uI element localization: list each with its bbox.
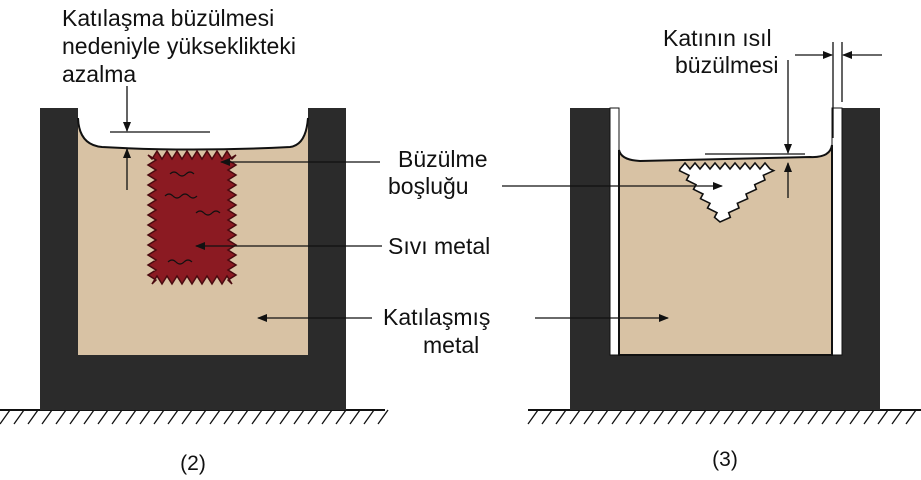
height-loss-label-line3: azalma: [62, 61, 136, 87]
shrinkage-cavity-label-line2: boşluğu: [388, 173, 469, 199]
shrinkage-cavity-label-line1: Büzülme: [398, 146, 487, 172]
panel-3: Katının ısıl büzülmesi (3): [502, 25, 921, 471]
shrinkage-cavity: [678, 161, 776, 223]
solidified-metal-label-line1: Katılaşmış: [383, 304, 490, 330]
mold: [570, 108, 880, 410]
thermal-shrinkage-label-line1: Katının ısıl: [663, 25, 772, 51]
liquid-metal: [146, 149, 238, 286]
solidified-metal-label-line2: metal: [423, 332, 479, 358]
thermal-gap-right: [831, 107, 843, 356]
panel-caption-2: (2): [180, 452, 206, 475]
panel-2: Katılaşma büzülmesi nedeniyle yükseklikt…: [0, 5, 490, 475]
mold: [40, 108, 346, 410]
hatched-ground-icon: [527, 409, 921, 425]
liquid-wave-marks: [164, 171, 221, 265]
hatched-ground-icon: [0, 409, 389, 425]
height-loss-label-line2: nedeniyle yükseklikteki: [62, 33, 296, 59]
liquid-metal-label: Sıvı metal: [388, 233, 490, 259]
height-loss-label-line1: Katılaşma büzülmesi: [62, 5, 274, 31]
solidified-metal: [618, 144, 833, 356]
thermal-shrinkage-label-line2: büzülmesi: [675, 52, 779, 78]
panel-caption-3: (3): [712, 448, 738, 471]
